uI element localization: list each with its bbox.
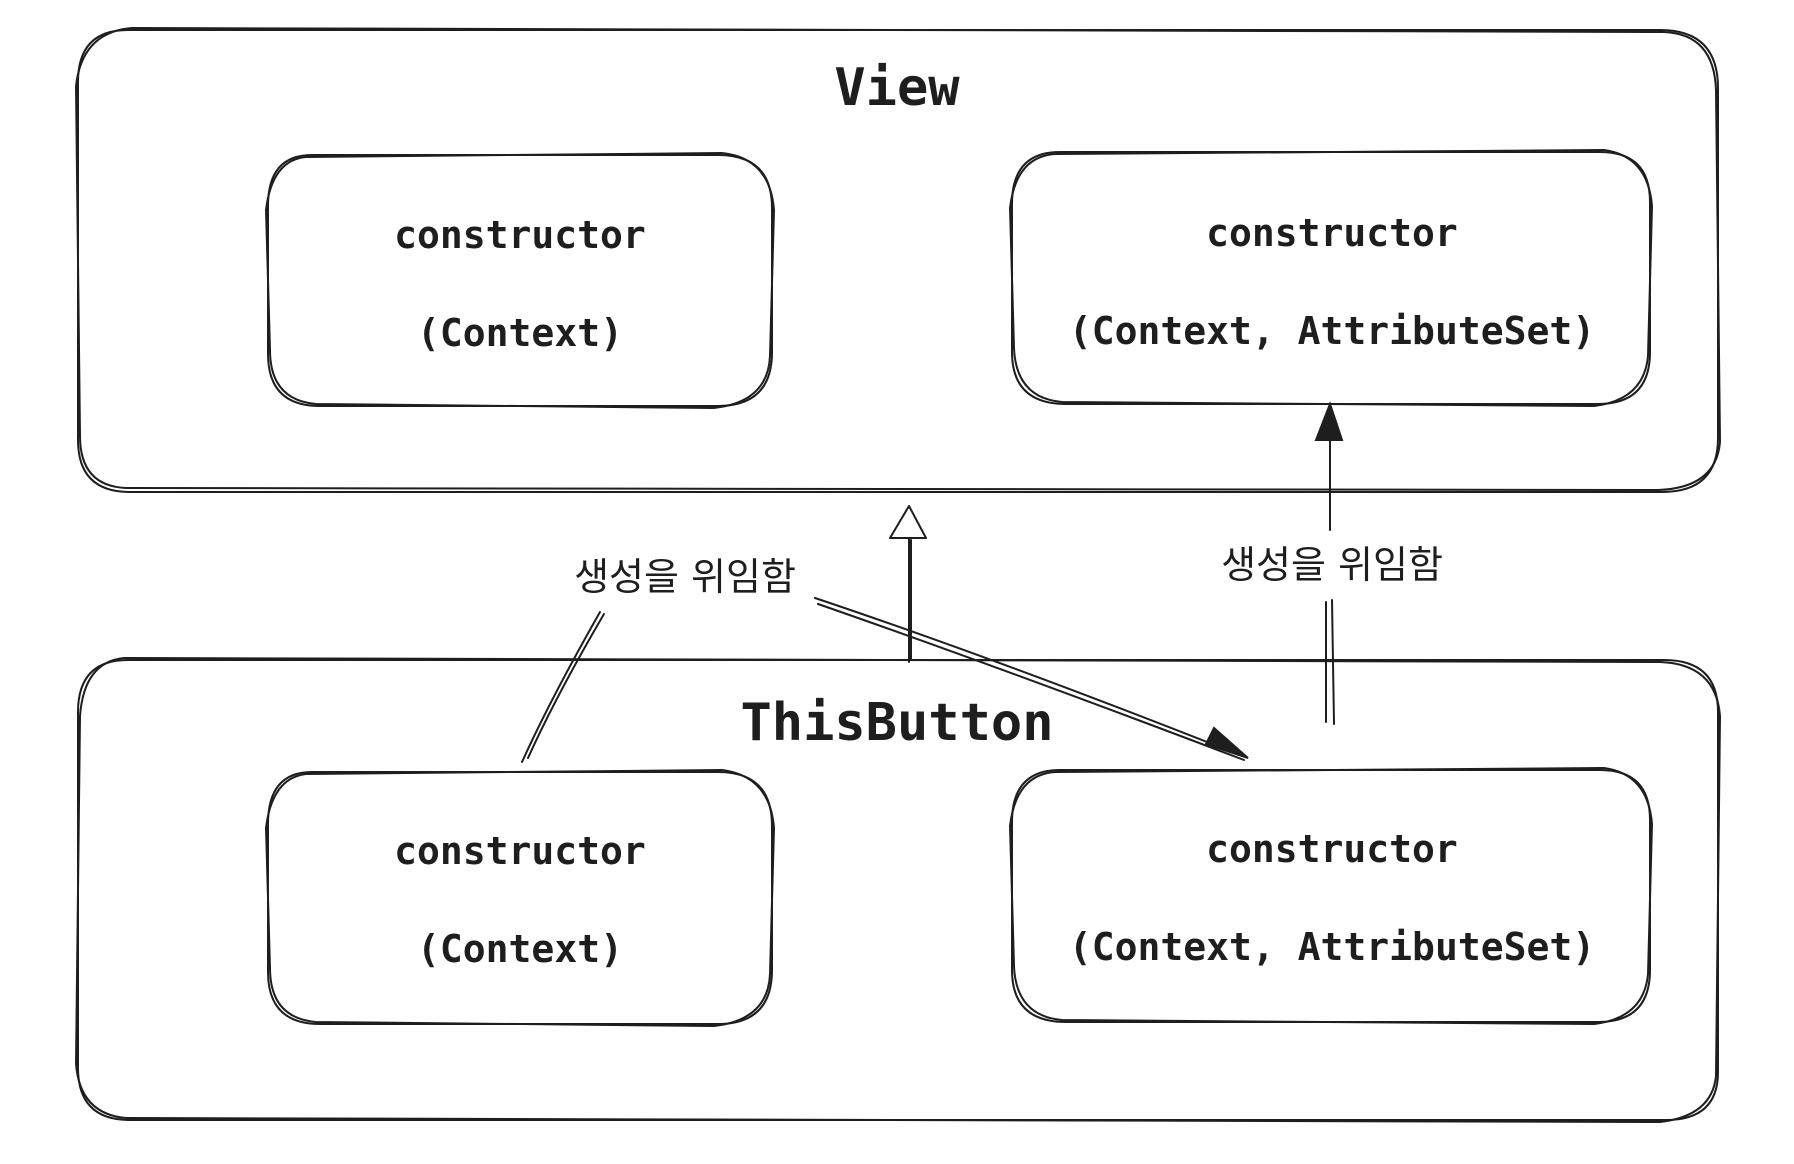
constructor-params: (Context) [417, 927, 623, 971]
constructor-name: constructor [394, 213, 646, 257]
constructor-name: constructor [394, 829, 646, 873]
thisbutton-class-title: ThisButton [740, 693, 1053, 753]
constructor-name: constructor [1206, 827, 1458, 871]
delegation-arrow-internal [521, 597, 1249, 763]
view-constructor-context: constructor (Context) [265, 152, 775, 409]
constructor-name: constructor [1206, 211, 1458, 255]
delegation-arrow-to-parent [1314, 401, 1344, 725]
delegation-label-left: 생성을 위임함 [574, 555, 796, 599]
delegation-label-right: 생성을 위임함 [1221, 543, 1443, 587]
view-class-box: View [75, 27, 1721, 493]
constructor-params: (Context, AttributeSet) [1069, 925, 1595, 969]
thisbutton-constructor-context-attributeset: constructor (Context, AttributeSet) [1009, 767, 1653, 1025]
view-constructor-context-attributeset: constructor (Context, AttributeSet) [1009, 149, 1653, 407]
constructor-params: (Context, AttributeSet) [1069, 309, 1595, 353]
inheritance-arrow [889, 505, 927, 663]
constructor-params: (Context) [417, 311, 623, 355]
thisbutton-constructor-context: constructor (Context) [265, 769, 775, 1027]
thisbutton-class-box: ThisButton [75, 657, 1721, 1123]
view-class-title: View [834, 58, 960, 118]
